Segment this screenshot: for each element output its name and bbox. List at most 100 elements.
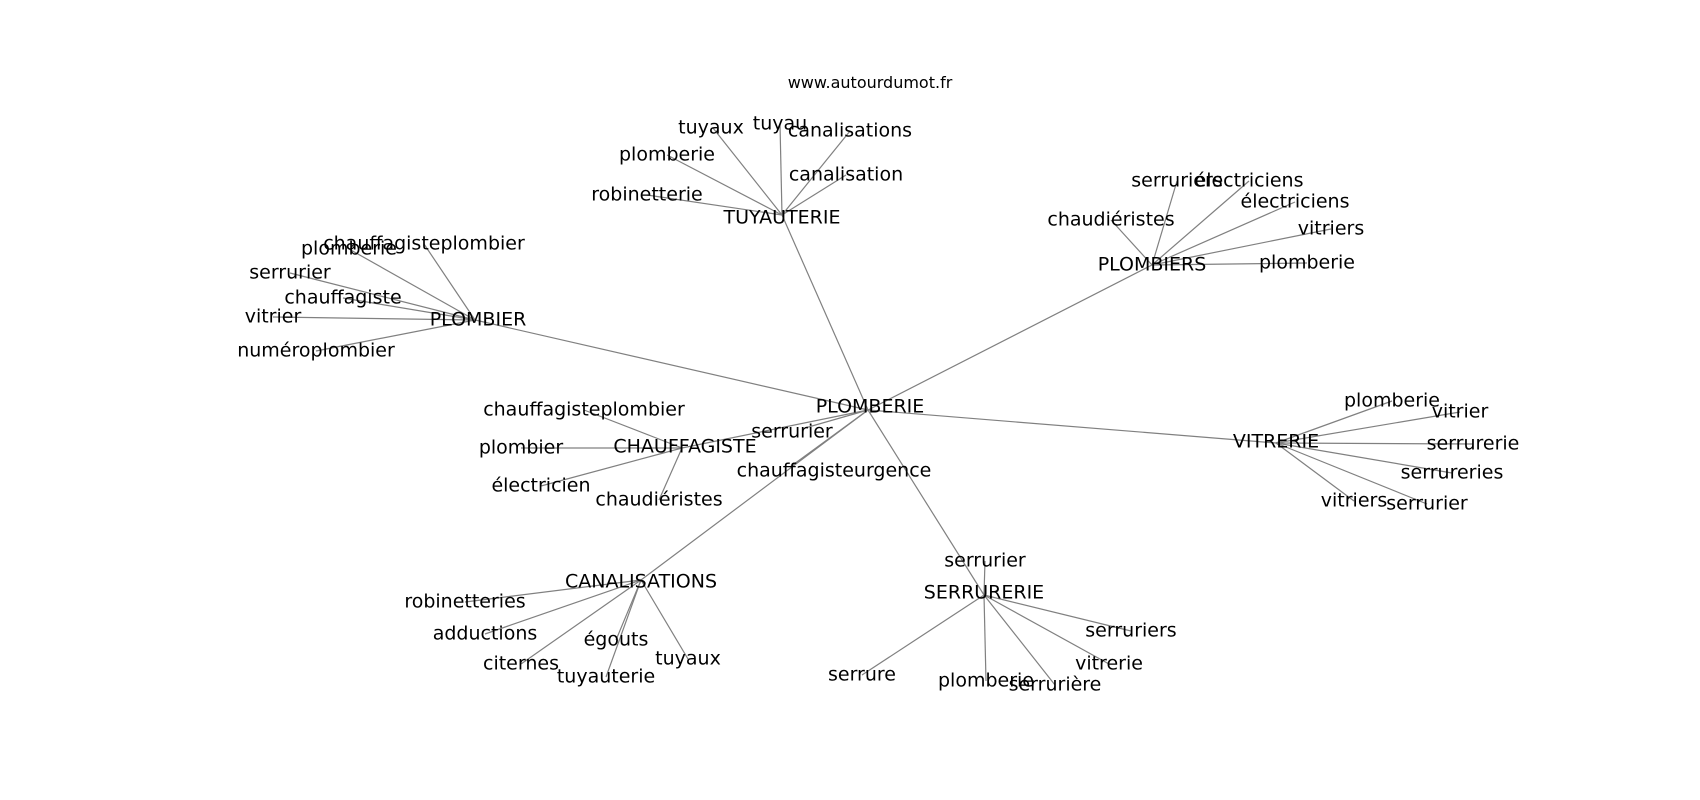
node-plombier-plomberie-1: plomberie — [301, 238, 397, 260]
node-canalisations-tuyaux-4: tuyaux — [655, 648, 721, 670]
edge-serrurerie-serrure-3 — [861, 594, 985, 676]
edge-plomberie-plombiers — [867, 264, 1153, 411]
node-serrurerie-serrure-3: serrure — [828, 664, 896, 686]
edge-plombiers-serruriers-0 — [1151, 180, 1178, 266]
node-plombier-chauffagisteplombier-0: chauffagisteplombier — [323, 233, 525, 255]
node-tuyauterie-tuyau-1: tuyau — [753, 113, 807, 135]
edge-plombiers-chaudieristes-3 — [1110, 219, 1153, 266]
edge-canalisations-citernes-3 — [520, 579, 642, 665]
edge-vitrerie-plomberie-0 — [1275, 400, 1393, 444]
edge-vitrerie-serrurier-5 — [1275, 442, 1428, 505]
node-vitrerie-serrurier-5: serrurier — [1386, 493, 1468, 515]
edge-plombier-chauffagiste-3 — [342, 297, 476, 321]
node-plomberie-serrurier-7: serrurier — [751, 421, 833, 443]
node-chauffagiste: CHAUFFAGISTE — [613, 436, 756, 458]
edge-vitrerie-vitriers-4 — [1275, 442, 1355, 502]
node-plombiers-electriciens-1: électriciens — [1195, 170, 1304, 192]
edge-tuyauterie-tuyaux-0 — [712, 127, 783, 216]
edge-tuyauterie-plomberie-3 — [666, 154, 783, 216]
node-chauffagiste-chaudieristes-3: chaudiéristes — [595, 489, 722, 511]
node-serrurerie-serrurier-0: serrurier — [944, 550, 1026, 572]
node-plombier-numeroplombier-5: numéroplombier — [237, 340, 395, 362]
node-tuyauterie-plomberie-3: plomberie — [619, 144, 715, 166]
node-canalisations-citernes-3: citernes — [483, 653, 559, 675]
edge-vitrerie-vitrier-1 — [1275, 411, 1461, 444]
edge-plombier-chauffagisteplombier-0 — [423, 243, 476, 321]
edge-plomberie-serrurerie — [867, 409, 985, 596]
edge-tuyauterie-canalisations-2 — [781, 130, 851, 216]
edge-plomberie-vitrerie — [867, 409, 1277, 444]
node-tuyauterie-tuyaux-0: tuyaux — [678, 117, 744, 139]
node-vitrerie-serrurerie-2: serrurerie — [1427, 433, 1520, 455]
edge-chauffagiste-chaudieristes-3 — [658, 447, 683, 501]
edge-chauffagiste-electricien-2 — [540, 447, 683, 487]
node-plombiers-plomberie-5: plomberie — [1259, 252, 1355, 274]
node-canalisations-robinetteries-0: robinetteries — [404, 591, 525, 613]
node-serrurerie: SERRURERIE — [924, 582, 1044, 604]
edge-plombier-numeroplombier-5 — [315, 319, 476, 352]
node-canalisations-adductions-1: adductions — [433, 623, 538, 645]
edge-plombiers-electriciens-2 — [1151, 201, 1296, 266]
node-serrurerie-serruriere-5: serrurière — [1009, 674, 1102, 696]
node-tuyauterie: TUYAUTERIE — [723, 207, 841, 229]
edge-canalisations-tuyauterie-5 — [605, 579, 642, 678]
node-vitrerie: VITRERIE — [1233, 431, 1319, 453]
node-chauffagiste-plombier-1: plombier — [479, 437, 564, 459]
edge-tuyauterie-canalisation-4 — [781, 174, 847, 216]
node-vitrerie-vitriers-4: vitriers — [1321, 490, 1387, 512]
node-plombier: PLOMBIER — [430, 309, 527, 331]
site-title: www.autourdumot.fr — [788, 73, 953, 92]
edge-tuyauterie-tuyau-1 — [779, 123, 783, 216]
node-serrurerie-plomberie-4: plomberie — [938, 670, 1034, 692]
edge-plombiers-vitriers-4 — [1151, 228, 1332, 266]
node-plombiers: PLOMBIERS — [1098, 254, 1207, 276]
node-canalisations-egouts-2: égouts — [584, 629, 649, 651]
edge-chauffagiste-chauffagisteplombier-0 — [583, 409, 683, 449]
edge-plomberie-serrurier-7 — [804, 409, 869, 429]
edge-serrurerie-vitrerie-2 — [983, 594, 1110, 665]
node-tuyauterie-robinetterie-5: robinetterie — [591, 184, 702, 206]
node-chauffagiste-chauffagisteplombier-0: chauffagisteplombier — [483, 399, 685, 421]
edge-plombiers-plomberie-5 — [1151, 262, 1308, 266]
edge-tuyauterie-robinetterie-5 — [646, 194, 783, 216]
edge-canalisations-robinetteries-0 — [464, 579, 642, 603]
node-plombier-serrurier-2: serrurier — [249, 262, 331, 284]
edge-plomberie-tuyauterie — [781, 214, 869, 411]
edge-canalisations-adductions-1 — [484, 579, 642, 635]
edges — [272, 123, 1474, 686]
node-plombier-chauffagiste-3: chauffagiste — [284, 287, 401, 309]
edge-plombier-serrurier-2 — [289, 272, 476, 321]
node-plombiers-vitriers-4: vitriers — [1298, 218, 1364, 240]
node-canalisations: CANALISATIONS — [565, 571, 717, 593]
edge-plomberie-plombier — [474, 319, 869, 411]
node-vitrerie-plomberie-0: plomberie — [1344, 390, 1440, 412]
node-vitrerie-serrureries-3: serrureries — [1401, 462, 1504, 484]
edge-plomberie-chauffagisteurgence-8 — [789, 409, 869, 468]
edge-plombier-vitrier-4 — [272, 316, 476, 321]
node-serrurerie-vitrerie-2: vitrerie — [1075, 653, 1143, 675]
edge-serrurerie-plomberie-4 — [983, 594, 987, 682]
node-canalisations-tuyauterie-5: tuyauterie — [557, 666, 655, 688]
edge-plombier-plomberie-1 — [348, 248, 476, 321]
edge-canalisations-tuyaux-4 — [640, 579, 689, 660]
node-plombiers-chaudieristes-3: chaudiéristes — [1047, 209, 1174, 231]
edge-vitrerie-serrureries-3 — [1275, 442, 1453, 474]
node-plombier-vitrier-4: vitrier — [245, 306, 302, 328]
edge-serrurerie-serruriere-5 — [983, 594, 1056, 686]
node-tuyauterie-canalisations-2: canalisations — [788, 120, 912, 142]
node-plombiers-serruriers-0: serruriers — [1131, 170, 1222, 192]
node-plomberie-chauffagisteurgence-8: chauffagisteurgence — [737, 460, 932, 482]
node-chauffagiste-electricien-2: électricien — [491, 475, 590, 497]
labels: PLOMBERIE serrurier chauffagisteurgence TUY… — [237, 113, 1519, 696]
node-plombiers-electriciens-2: électriciens — [1241, 191, 1350, 213]
edge-vitrerie-serrurerie-2 — [1275, 442, 1474, 445]
edge-plomberie-chauffagiste — [681, 409, 869, 449]
node-serrurerie-serruriers-1: serruriers — [1085, 620, 1176, 642]
node-vitrerie-vitrier-1: vitrier — [1432, 401, 1489, 423]
node-plomberie: PLOMBERIE — [816, 396, 925, 418]
edge-serrurerie-serrurier-0 — [983, 560, 986, 596]
edge-serrurerie-serruriers-1 — [983, 594, 1132, 632]
node-tuyauterie-canalisation-4: canalisation — [789, 164, 903, 186]
edge-plombiers-electriciens-1 — [1151, 180, 1250, 266]
